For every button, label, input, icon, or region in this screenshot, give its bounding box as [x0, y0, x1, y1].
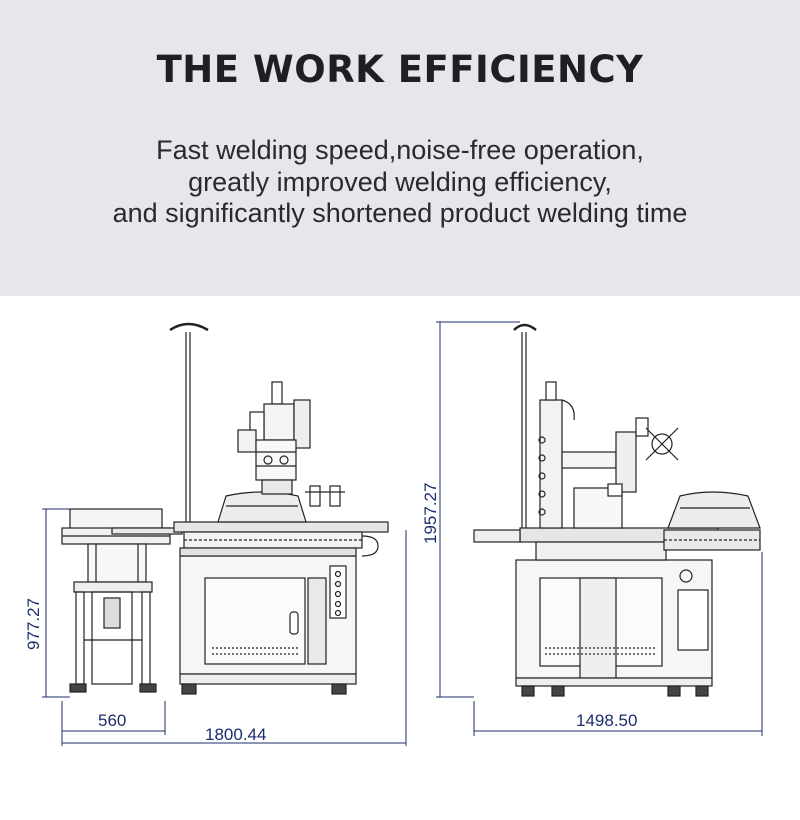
machine-drawing: 977.27 560 1800.44: [24, 321, 763, 746]
side-dimension-lines: [436, 321, 763, 736]
front-feeder-width-label: 560: [98, 711, 126, 730]
page-title: THE WORK EFFICIENCY: [156, 48, 644, 91]
subtitle-line-3: and significantly shortened product weld…: [112, 198, 688, 228]
subtitle-line-1: Fast welding speed,noise-free operation,: [156, 135, 644, 165]
front-dimension-lines: [42, 508, 407, 746]
side-view-machine: [473, 323, 761, 697]
side-height-label: 1957.27: [421, 483, 440, 544]
side-width-label: 1498.50: [576, 711, 637, 730]
front-height-label: 977.27: [24, 598, 43, 650]
front-total-width-label: 1800.44: [205, 725, 266, 744]
subtitle-line-2: greatly improved welding efficiency,: [188, 167, 612, 197]
header-banner: THE WORK EFFICIENCY Fast welding speed,n…: [0, 0, 800, 296]
front-view-machine: [61, 322, 389, 695]
